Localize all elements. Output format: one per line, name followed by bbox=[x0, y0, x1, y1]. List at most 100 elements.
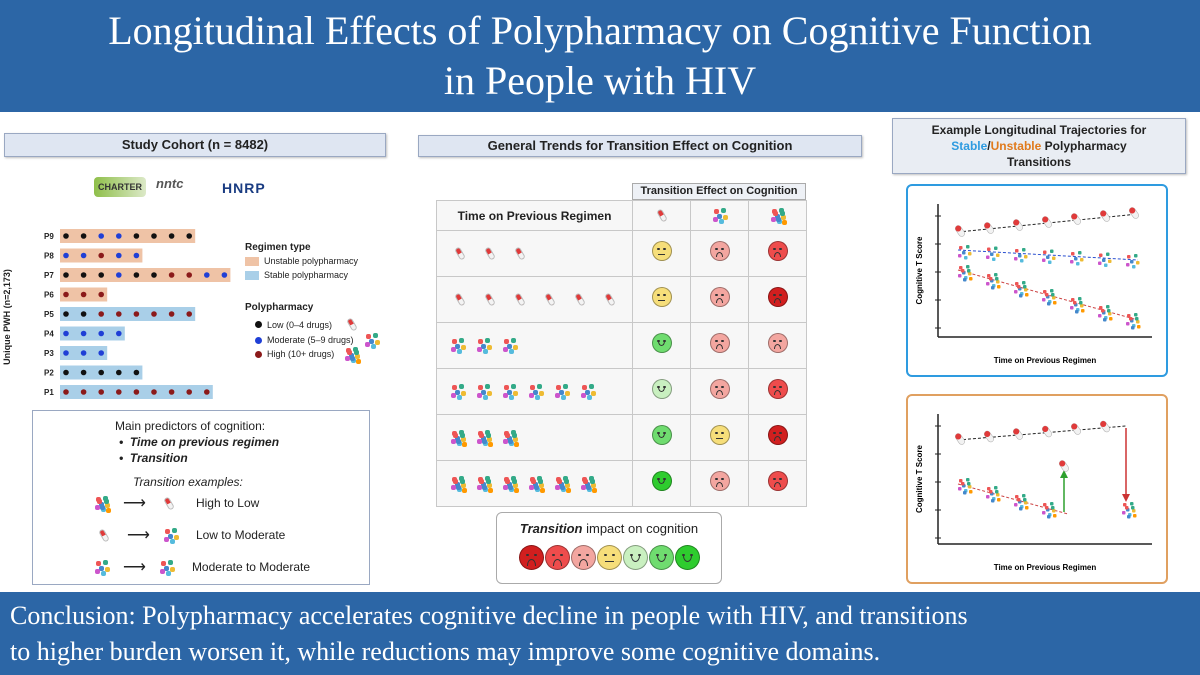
pill-marker bbox=[1042, 216, 1052, 228]
neutral-face-icon bbox=[709, 425, 730, 445]
improvement-arrowhead bbox=[1060, 470, 1068, 478]
moderate-burden-icon bbox=[159, 559, 175, 576]
low-burden-icon bbox=[604, 292, 616, 307]
y-axis-label: Cognitive T Score bbox=[915, 444, 924, 513]
participant-label: P5 bbox=[44, 310, 54, 319]
moderate-burden-icon bbox=[94, 559, 110, 576]
high-burden-icon bbox=[502, 429, 519, 448]
trends-table: Time on Previous Regimen bbox=[436, 200, 807, 507]
visit-dot-moderate bbox=[116, 272, 122, 278]
visit-dot-moderate bbox=[133, 252, 140, 259]
regimen-time-cell bbox=[436, 276, 633, 323]
happy-face-icon bbox=[651, 471, 672, 491]
predictors-title: Main predictors of cognition: bbox=[115, 419, 266, 433]
visit-dot-moderate bbox=[98, 350, 104, 356]
moderate-burden-icon bbox=[476, 383, 492, 401]
x-axis-label: Time on Previous Regimen bbox=[994, 356, 1097, 365]
effect-cell bbox=[690, 322, 749, 369]
low-burden-icon bbox=[484, 292, 496, 307]
conclusion-line-1: Conclusion: Polypharmacy accelerates cog… bbox=[10, 601, 968, 630]
effect-cell bbox=[748, 322, 807, 369]
visit-dot-high bbox=[133, 311, 140, 317]
arrow-right-icon: ⟶ bbox=[123, 495, 146, 512]
visit-dot-low bbox=[63, 369, 69, 376]
participant-label: P4 bbox=[44, 330, 54, 339]
sad-face-icon bbox=[545, 545, 570, 570]
visit-dot-high bbox=[63, 389, 69, 395]
pill-marker bbox=[955, 433, 965, 445]
effect-cell bbox=[748, 276, 807, 323]
impact-title: Transition impact on cognition bbox=[519, 521, 699, 536]
sad-face-icon bbox=[709, 241, 730, 261]
effect-cell bbox=[690, 368, 749, 415]
low-burden-icon bbox=[574, 292, 586, 307]
poly-legend-title: Polypharmacy bbox=[245, 302, 314, 313]
arrow-right-icon: ⟶ bbox=[127, 527, 150, 544]
sad-face-icon bbox=[767, 333, 788, 353]
happy-face-icon bbox=[651, 425, 672, 445]
predictor-time: • Time on previous regimen bbox=[119, 435, 280, 449]
visit-dot-high bbox=[168, 389, 175, 395]
high-burden-icon bbox=[450, 475, 467, 494]
visit-dot-high bbox=[186, 389, 192, 395]
pill-marker bbox=[984, 430, 994, 443]
low-burden-icon bbox=[454, 246, 466, 261]
high-burden-icon bbox=[580, 475, 597, 494]
pill-marker bbox=[984, 222, 994, 234]
regimen-time-cell bbox=[436, 230, 633, 277]
neutral-face-icon bbox=[651, 287, 672, 307]
low-trend-line bbox=[957, 425, 1127, 441]
visit-dot-low bbox=[133, 369, 140, 376]
visit-dot-high bbox=[186, 311, 192, 317]
predictor-transition: • Transition bbox=[119, 451, 188, 465]
impact-face-scale bbox=[519, 545, 700, 570]
visit-dot-low bbox=[80, 272, 87, 278]
effect-cell bbox=[632, 460, 691, 507]
trend-row bbox=[436, 276, 807, 323]
legend-unstable: Unstable polypharmacy bbox=[245, 256, 358, 266]
high-cluster-marker bbox=[1014, 494, 1029, 511]
sad-face-icon bbox=[519, 545, 544, 570]
regimen-time-cell bbox=[436, 414, 633, 461]
visit-dot-low bbox=[80, 311, 87, 317]
x-axis-label: Time on Previous Regimen bbox=[994, 563, 1097, 572]
low-burden-icon bbox=[454, 292, 466, 307]
title-banner: Longitudinal Effects of Polypharmacy on … bbox=[0, 0, 1200, 112]
visit-dot-moderate bbox=[80, 330, 87, 337]
conclusion-line-2: to higher burden worsen it, while reduct… bbox=[10, 637, 881, 666]
conclusion-banner: Conclusion: Polypharmacy accelerates cog… bbox=[0, 592, 1200, 675]
transition-example-label: High to Low bbox=[195, 496, 260, 510]
moderate-cluster-marker bbox=[1070, 251, 1084, 266]
sad-face-icon bbox=[709, 333, 730, 353]
title-line-1: Longitudinal Effects of Polypharmacy on … bbox=[108, 8, 1092, 53]
visit-dot-moderate bbox=[204, 272, 210, 278]
hnrp-logo: HNRP bbox=[222, 180, 266, 196]
pill-marker bbox=[1071, 423, 1081, 435]
effect-cell bbox=[690, 230, 749, 277]
high-cluster-marker bbox=[1098, 305, 1113, 322]
happy-face-icon bbox=[649, 545, 674, 570]
high-cluster-marker bbox=[1014, 281, 1029, 298]
impact-scale-box: Transition impact on cognition bbox=[496, 512, 722, 584]
participant-label: P9 bbox=[44, 232, 54, 241]
unstable-swatch bbox=[245, 256, 259, 266]
high-cluster-marker bbox=[958, 265, 973, 282]
sad-face-icon bbox=[709, 471, 730, 491]
cohort-header-text: Study Cohort (n = 8482) bbox=[121, 137, 269, 152]
high-burden-icon bbox=[528, 475, 545, 494]
high-cluster-marker bbox=[1122, 502, 1137, 519]
visit-dot-moderate bbox=[63, 330, 69, 337]
high-cluster-marker bbox=[1126, 313, 1141, 330]
trajectories-header: Example Longitudinal Trajectories for St… bbox=[892, 118, 1186, 174]
pill-marker bbox=[1129, 207, 1139, 219]
visit-dot-high bbox=[80, 389, 87, 395]
moderate-dot bbox=[255, 336, 262, 344]
moderate-cluster-marker bbox=[1042, 249, 1056, 264]
regimen-col-header: Time on Previous Regimen bbox=[436, 200, 633, 231]
sad-face-icon bbox=[767, 471, 788, 491]
happy-face-icon bbox=[651, 333, 672, 353]
low-burden-icon bbox=[655, 208, 668, 223]
trends-header-text: General Trends for Transition Effect on … bbox=[487, 138, 793, 153]
moderate-burden-icon bbox=[450, 337, 466, 355]
happy-face-icon bbox=[675, 545, 700, 570]
